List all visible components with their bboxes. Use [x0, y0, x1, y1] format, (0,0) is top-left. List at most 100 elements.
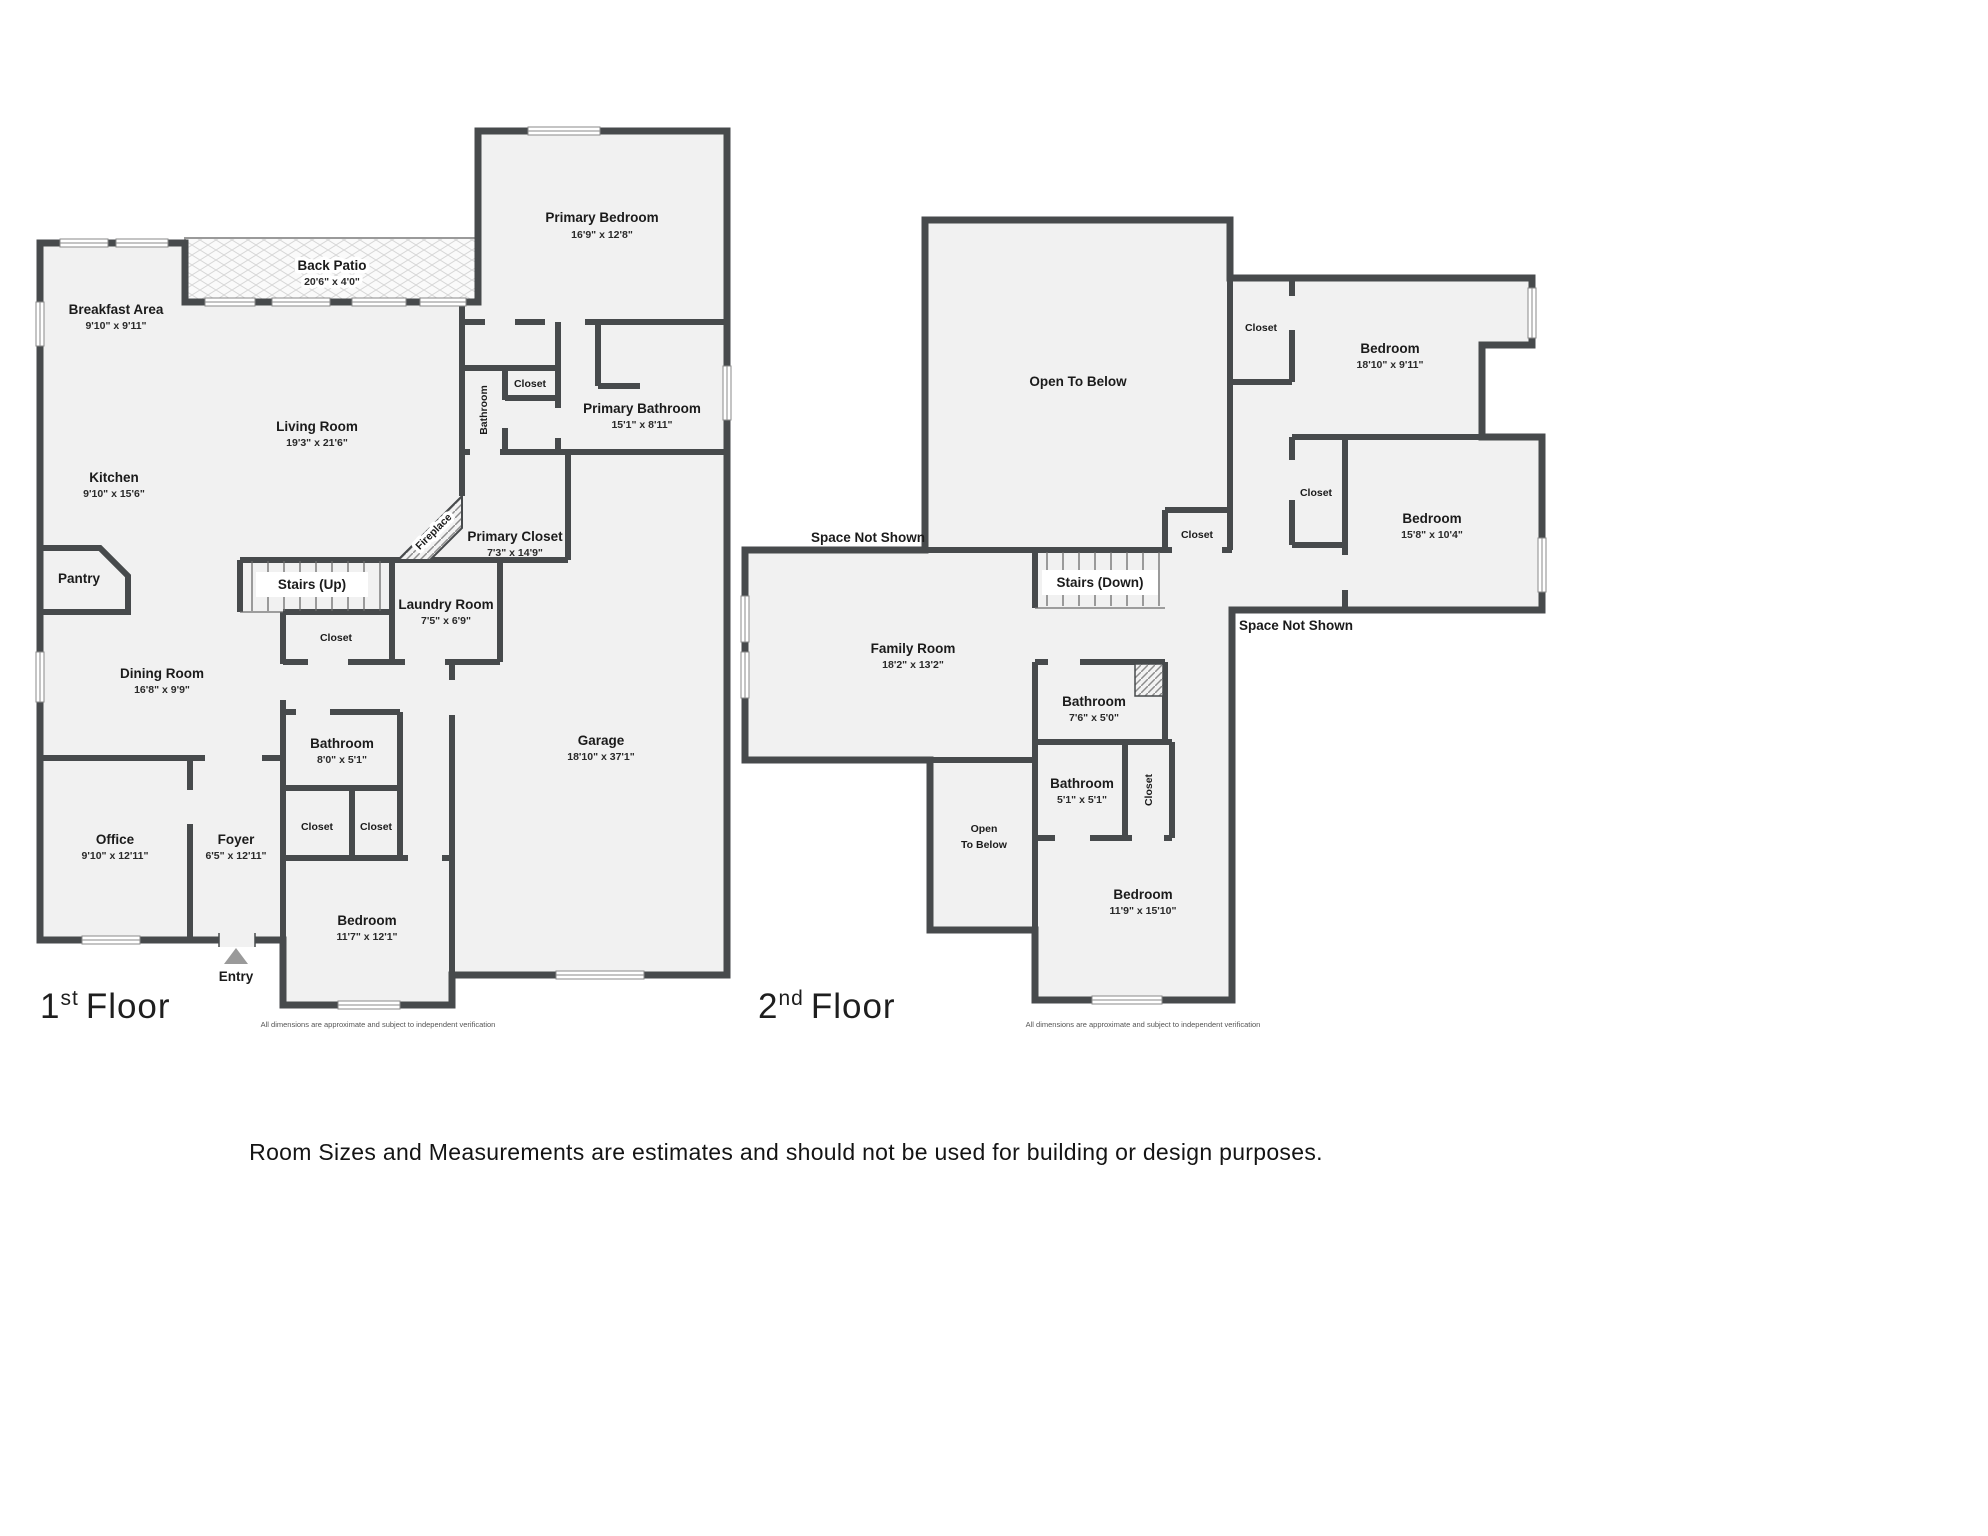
- window-icon: [204, 297, 256, 307]
- primary-bathroom-label: Primary Bathroom: [583, 401, 701, 416]
- window-icon: [351, 297, 407, 307]
- kitchen-label: Kitchen: [89, 470, 139, 485]
- window-icon: [115, 238, 169, 248]
- window-icon: [740, 651, 750, 699]
- entry-marker: [218, 933, 256, 964]
- breakfast-area-dims: 9'10" x 9'11": [85, 320, 146, 332]
- closet-right-label: Closet: [360, 821, 393, 833]
- bedroom-bottom-label: Bedroom: [1113, 887, 1172, 902]
- foyer-label: Foyer: [218, 832, 256, 847]
- living-room-dims: 19'3" x 21'6": [286, 437, 348, 449]
- floor2-interior-walls: [925, 278, 1482, 1000]
- floor2-outer-walls: [741, 216, 1546, 1004]
- back-patio-dims: 20'6" x 4'0": [304, 276, 360, 288]
- primary-closet-dims: 7'3" x 14'9": [487, 547, 543, 559]
- pantry-label: Pantry: [58, 571, 101, 586]
- dining-room-label: Dining Room: [120, 666, 204, 681]
- family-room-label: Family Room: [871, 641, 956, 656]
- bathroom-dims: 8'0" x 5'1": [317, 754, 367, 766]
- floor1-interior-walls: [40, 302, 727, 1005]
- back-patio-area: [184, 237, 479, 303]
- window-icon: [35, 651, 45, 703]
- space-not-shown-right-label: Space Not Shown: [1239, 618, 1353, 633]
- entry-label: Entry: [219, 969, 254, 984]
- garage-dims: 18'10" x 37'1": [567, 751, 635, 763]
- footer-note: Room Sizes and Measurements are estimate…: [249, 1139, 1323, 1165]
- bedroom-top-label: Bedroom: [1360, 341, 1419, 356]
- window-icon: [527, 126, 601, 136]
- window-icon: [271, 297, 331, 307]
- shower-hatch: [1134, 663, 1164, 697]
- window-icon: [81, 935, 141, 945]
- hall-bathroom-label: Bathroom: [478, 385, 490, 435]
- window-icon: [337, 1000, 401, 1010]
- closet-vertical-label: Closet: [1143, 773, 1155, 806]
- floor2-plan: Stairs (Down) Open To Below Closet Bedro…: [740, 216, 1547, 1029]
- closet-left-label: Closet: [301, 821, 334, 833]
- window-icon: [1527, 287, 1537, 339]
- bedroom-f1-dims: 11'7" x 12'1": [336, 931, 397, 943]
- open-to-below-small-line1: Open: [971, 823, 998, 835]
- stairs-down-label-bg: [1042, 570, 1158, 595]
- bedroom-f1-label: Bedroom: [337, 913, 396, 928]
- primary-bedroom-label: Primary Bedroom: [545, 210, 658, 225]
- laundry-room-label: Laundry Room: [398, 597, 493, 612]
- floor1-windows: [35, 126, 732, 1010]
- space-not-shown-left-label: Space Not Shown: [811, 530, 925, 545]
- closet-top-label: Closet: [1245, 322, 1278, 334]
- stairs-down: Stairs (Down): [1035, 552, 1165, 609]
- primary-bedroom-dims: 16'9" x 12'8": [571, 229, 633, 241]
- bedroom-top-dims: 18'10" x 9'11": [1357, 359, 1424, 371]
- bathroom-label: Bathroom: [310, 736, 374, 751]
- stairs-down-label: Stairs (Down): [1056, 575, 1143, 590]
- dining-room-dims: 16'8" x 9'9": [134, 684, 190, 696]
- bathroom-upper-dims: 7'6" x 5'0": [1069, 712, 1119, 724]
- stairs-up-label: Stairs (Up): [278, 577, 346, 592]
- bedroom-bottom-dims: 11'9" x 15'10": [1110, 905, 1177, 917]
- hall-closet-label: Closet: [514, 378, 547, 390]
- fireplace-hatch: [395, 493, 463, 561]
- closet-mid-label: Closet: [1300, 487, 1333, 499]
- bathroom-upper-label: Bathroom: [1062, 694, 1126, 709]
- kitchen-dims: 9'10" x 15'6": [83, 488, 145, 500]
- laundry-room-dims: 7'5" x 6'9": [421, 615, 471, 627]
- office-dims: 9'10" x 12'11": [82, 850, 149, 862]
- back-patio-label: Back Patio: [297, 258, 366, 273]
- closet-stairs-label: Closet: [1181, 529, 1214, 541]
- primary-closet-label: Primary Closet: [467, 529, 563, 544]
- family-room-dims: 18'2" x 13'2": [882, 659, 944, 671]
- stairs-closet-label: Closet: [320, 632, 353, 644]
- bedroom-right-dims: 15'8" x 10'4": [1401, 529, 1463, 541]
- foyer-dims: 6'5" x 12'11": [205, 850, 266, 862]
- open-to-below-small-line2: To Below: [961, 839, 1008, 851]
- window-icon: [555, 970, 645, 980]
- primary-bathroom-dims: 15'1" x 8'11": [611, 419, 672, 431]
- bedroom-right-label: Bedroom: [1402, 511, 1461, 526]
- window-icon: [1091, 995, 1163, 1005]
- open-to-below-large-label: Open To Below: [1029, 374, 1127, 389]
- living-room-label: Living Room: [276, 419, 358, 434]
- floor2-windows: [740, 287, 1547, 1005]
- stairs-up: Stairs (Up): [240, 561, 381, 613]
- window-icon: [59, 238, 109, 248]
- floor2-disclaimer: All dimensions are approximate and subje…: [1026, 1020, 1261, 1029]
- window-icon: [740, 595, 750, 643]
- stairs-up-label-bg: [256, 572, 368, 597]
- window-icon: [1537, 537, 1547, 593]
- bathroom-lower-dims: 5'1" x 5'1": [1057, 794, 1107, 806]
- office-label: Office: [96, 832, 135, 847]
- window-icon: [35, 301, 45, 347]
- window-icon: [419, 297, 467, 307]
- floor1-disclaimer: All dimensions are approximate and subje…: [261, 1020, 496, 1029]
- entry-arrow-icon: [224, 948, 248, 964]
- breakfast-area-label: Breakfast Area: [69, 302, 164, 317]
- floor1-plan: Stairs (Up) Primary Bedroom 16'9" x 1: [35, 126, 732, 1029]
- entry-opening-caps: [218, 933, 256, 947]
- window-icon: [722, 365, 732, 421]
- entry-opening: [219, 933, 255, 947]
- garage-label: Garage: [578, 733, 625, 748]
